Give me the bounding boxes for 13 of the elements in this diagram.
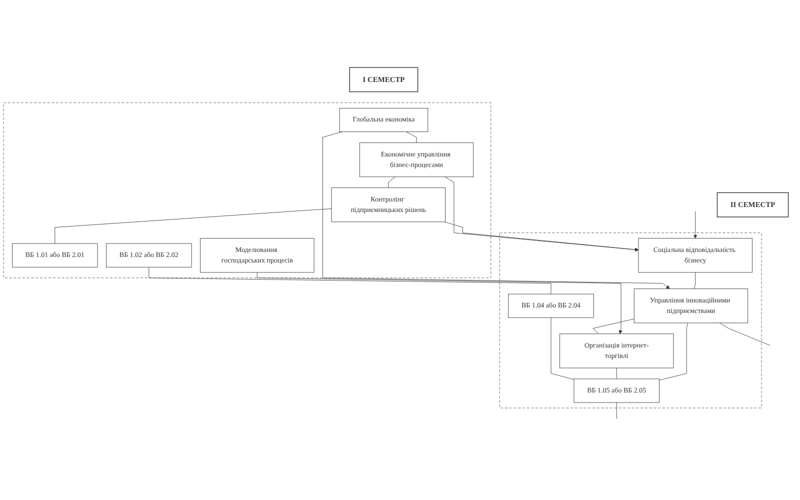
connector xyxy=(550,318,574,380)
connector xyxy=(406,132,417,144)
connector xyxy=(148,267,552,294)
connector xyxy=(719,322,770,346)
cluster xyxy=(499,232,762,408)
cluster xyxy=(3,102,492,278)
connector xyxy=(616,402,617,420)
connector xyxy=(592,318,634,334)
connector xyxy=(388,176,396,188)
connector xyxy=(659,322,688,381)
connector xyxy=(54,208,332,244)
connector xyxy=(616,368,617,380)
connector xyxy=(694,272,696,290)
